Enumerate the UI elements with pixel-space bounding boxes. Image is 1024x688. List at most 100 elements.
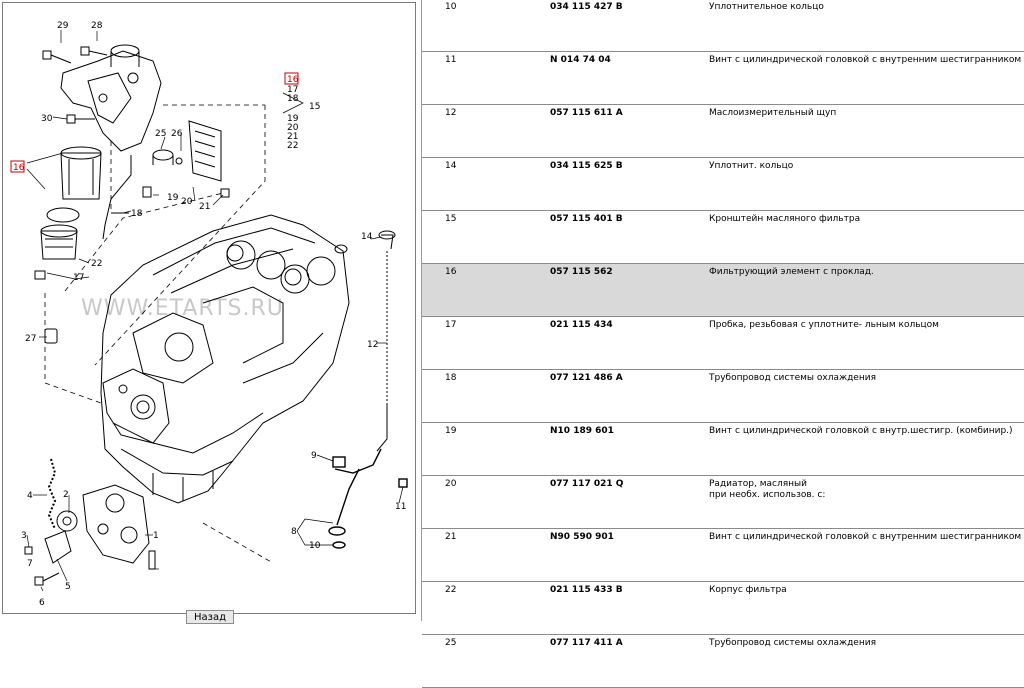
filter-bracket (42, 44, 162, 152)
callout-label[interactable]: 18 (287, 94, 299, 104)
callout-label[interactable]: 9 (311, 451, 317, 461)
callout-label[interactable]: 25 (155, 129, 166, 139)
callout-label[interactable]: 7 (27, 559, 33, 569)
part-description: Винт с цилиндрической головкой с внутрен… (686, 51, 1024, 105)
dashed-outlines (44, 104, 274, 564)
callout-label[interactable]: 30 (41, 114, 53, 124)
part-description: Уплотнительное кольцо (686, 0, 1024, 52)
engine-block (100, 214, 350, 504)
part-position: 18 (422, 369, 550, 423)
part-description: Трубопровод системы охлаждения (686, 634, 1024, 688)
part-number: N90 590 901 (550, 528, 686, 582)
panel-divider (421, 0, 422, 621)
part-description: Уплотнит. кольцо (686, 157, 1024, 211)
callout-label[interactable]: 19 (287, 114, 299, 124)
part-position: 22 (422, 581, 550, 635)
part-number: 057 115 562 (550, 263, 686, 317)
part-position: 15 (422, 210, 550, 264)
part-position: 10 (422, 0, 550, 52)
coolant-pipe-18 (102, 155, 132, 240)
part-description: Радиатор, масляный при необх. использов.… (686, 475, 1024, 529)
part-description: Маслоизмерительный щуп (686, 104, 1024, 158)
callout-label[interactable]: 22 (91, 259, 102, 269)
part-position: 16 (422, 263, 550, 317)
callout-label[interactable]: 22 (287, 141, 298, 151)
callout-label[interactable]: 11 (395, 502, 406, 512)
callout-highlight-box (10, 160, 25, 173)
part-description: Винт с цилиндрической головкой с внутр.ш… (686, 422, 1024, 476)
back-button[interactable]: Назад (186, 610, 234, 624)
part-position: 25 (422, 634, 550, 688)
dipstick-12 (334, 230, 396, 452)
leader-lines (26, 30, 404, 592)
callout-label[interactable]: 6 (39, 598, 45, 608)
parts-diagram-panel: WWW.ETARTS.RU (0, 0, 421, 624)
part-number: 034 115 427 B (550, 0, 686, 52)
part-number: N10 189 601 (550, 422, 686, 476)
part-description: Винт с цилиндрической головкой с внутрен… (686, 528, 1024, 582)
part-number: 057 115 611 A (550, 104, 686, 158)
callout-label[interactable]: 20 (181, 197, 193, 207)
part-description: Трубопровод системы охлаждения (686, 369, 1024, 423)
filter-housing (34, 146, 102, 344)
callout-label[interactable]: 16 (13, 163, 25, 173)
part-description: Кронштейн масляного фильтра (686, 210, 1024, 264)
part-position: 21 (422, 528, 550, 582)
callout-label[interactable]: 17 (73, 273, 84, 283)
part-number: 077 117 021 Q (550, 475, 686, 529)
oil-cooler (142, 120, 230, 198)
part-position: 12 (422, 104, 550, 158)
callout-label[interactable]: 1 (153, 531, 159, 541)
engine-exploded-diagram: WWW.ETARTS.RU (10, 21, 408, 608)
diagram-frame: WWW.ETARTS.RU (2, 2, 416, 614)
part-description: Фильтрующий элемент с проклад. (686, 263, 1024, 317)
part-position: 20 (422, 475, 550, 529)
callout-label[interactable]: 16 (287, 75, 299, 85)
part-description: Корпус фильтра (686, 581, 1024, 635)
callout-label[interactable]: 20 (287, 123, 299, 133)
part-number: 057 115 401 B (550, 210, 686, 264)
callout-label[interactable]: 17 (287, 85, 298, 95)
callout-highlight-box (284, 72, 299, 85)
callout-label[interactable]: 21 (199, 202, 210, 212)
callout-label[interactable]: 5 (65, 582, 71, 592)
suction-pipe (328, 448, 408, 549)
part-description: Пробка, резьбовая с уплотните- льным кол… (686, 316, 1024, 370)
callout-label[interactable]: 2 (63, 490, 69, 500)
callout-label[interactable]: 28 (91, 21, 103, 31)
callout-label[interactable]: 8 (291, 527, 297, 537)
callout-label[interactable]: 27 (25, 334, 36, 344)
callout-label[interactable]: 12 (367, 340, 378, 350)
part-position: 14 (422, 157, 550, 211)
part-number: 021 115 433 B (550, 581, 686, 635)
part-position: 17 (422, 316, 550, 370)
callout-label[interactable]: 4 (27, 491, 33, 501)
callout-label[interactable]: 26 (171, 129, 183, 139)
part-number: 034 115 625 B (550, 157, 686, 211)
callout-label[interactable]: 29 (57, 21, 69, 31)
callout-label[interactable]: 3 (21, 531, 27, 541)
callout-label[interactable]: 14 (361, 232, 373, 242)
part-position: 19 (422, 422, 550, 476)
callout-label[interactable]: 10 (309, 541, 321, 551)
callout-label[interactable]: 21 (287, 132, 298, 142)
callout-label[interactable]: 19 (167, 193, 179, 203)
callout-label[interactable]: 15 (309, 102, 320, 112)
callout-label[interactable]: 18 (131, 209, 143, 219)
